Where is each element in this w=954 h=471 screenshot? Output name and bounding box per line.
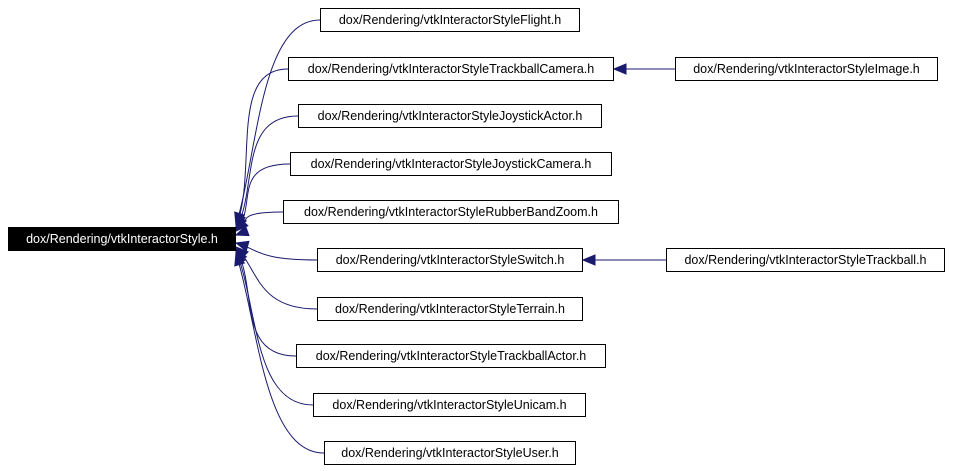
node-vtkinteractorstylejoystickcamera[interactable]: dox/Rendering/vtkInteractorStyleJoystick… (290, 152, 612, 176)
edge-user-arrowhead (234, 251, 246, 267)
node-vtkinteractorstylerubberbandzoom[interactable]: dox/Rendering/vtkInteractorStyleRubberBa… (283, 200, 619, 224)
node-vtkinteractorstyletrackballactor[interactable]: dox/Rendering/vtkInteractorStyleTrackbal… (296, 344, 606, 368)
edge-terrain (235, 246, 318, 310)
node-vtkinteractorstyle[interactable]: dox/Rendering/vtkInteractorStyle.h (8, 227, 236, 251)
edge-image-to-trackballcamera-arrowhead (612, 63, 627, 75)
edge-trackballactor (235, 248, 297, 357)
node-vtkinteractorstyleimage[interactable]: dox/Rendering/vtkInteractorStyleImage.h (675, 57, 938, 81)
edge-rubberbandzoom-arrowhead (234, 225, 250, 237)
node-vtkinteractorstyleuser[interactable]: dox/Rendering/vtkInteractorStyleUser.h (324, 441, 576, 465)
edge-trackball-to-switch-arrowhead (581, 254, 596, 266)
edge-joystickactor (235, 115, 299, 230)
node-vtkinteractorstyletrackballcamera[interactable]: dox/Rendering/vtkInteractorStyleTrackbal… (288, 57, 614, 81)
node-vtkinteractorstyletrackball[interactable]: dox/Rendering/vtkInteractorStyleTrackbal… (666, 248, 945, 272)
graph-edges (234, 19, 675, 454)
edge-trackballcamera (235, 68, 289, 228)
node-vtkinteractorstylejoystickactor[interactable]: dox/Rendering/vtkInteractorStyleJoystick… (298, 104, 602, 128)
edge-joystickcamera-arrowhead (235, 217, 249, 232)
node-vtkinteractorstyleswitch[interactable]: dox/Rendering/vtkInteractorStyleSwitch.h (317, 248, 583, 272)
node-vtkinteractorstyleterrain[interactable]: dox/Rendering/vtkInteractorStyleTerrain.… (317, 297, 583, 321)
edge-user (235, 252, 325, 454)
edge-switch-arrowhead (234, 240, 250, 252)
edge-unicam (235, 250, 314, 406)
node-vtkinteractorstyleflight[interactable]: dox/Rendering/vtkInteractorStyleFlight.h (320, 8, 580, 32)
node-vtkinteractorstyleunicam[interactable]: dox/Rendering/vtkInteractorStyleUnicam.h (313, 393, 586, 417)
